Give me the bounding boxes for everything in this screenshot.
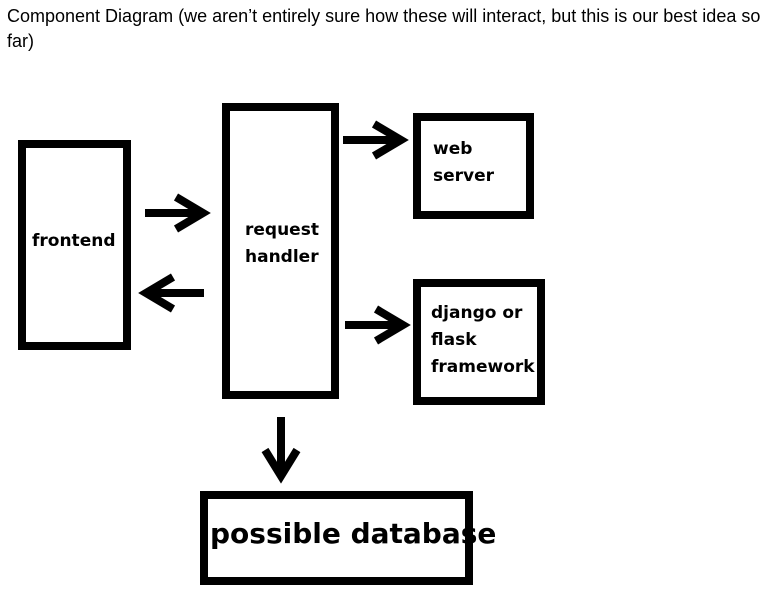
web-server-label-line: web: [433, 139, 473, 159]
request-handler-box: [222, 103, 339, 399]
frontend-label: frontend: [32, 228, 116, 255]
arrow-handler-to-web-server: [343, 120, 409, 160]
request-handler-label-line: request: [245, 220, 319, 240]
web-server-label: web server: [433, 136, 494, 190]
diagram-caption: Component Diagram (we aren’t entirely su…: [7, 6, 761, 51]
arrow-handler-to-frontend: [138, 273, 204, 313]
framework-box: [413, 279, 545, 405]
database-label: possible database: [210, 514, 496, 554]
arrow-handler-to-framework: [345, 305, 411, 345]
request-handler-label: request handler: [245, 217, 319, 271]
arrow-frontend-to-handler: [145, 193, 211, 233]
database-box: [200, 491, 473, 585]
arrow-handler-to-database: [261, 417, 301, 484]
frontend-box: [18, 140, 131, 350]
framework-label-line: flask: [431, 330, 477, 350]
request-handler-label-line: handler: [245, 247, 319, 267]
framework-label-line: framework: [431, 357, 535, 377]
frontend-label-line: frontend: [32, 231, 116, 251]
framework-label: django or flask framework: [431, 300, 535, 381]
framework-label-line: django or: [431, 303, 523, 323]
web-server-label-line: server: [433, 166, 495, 186]
database-label-line: possible database: [210, 517, 497, 550]
web-server-box: [413, 113, 534, 219]
